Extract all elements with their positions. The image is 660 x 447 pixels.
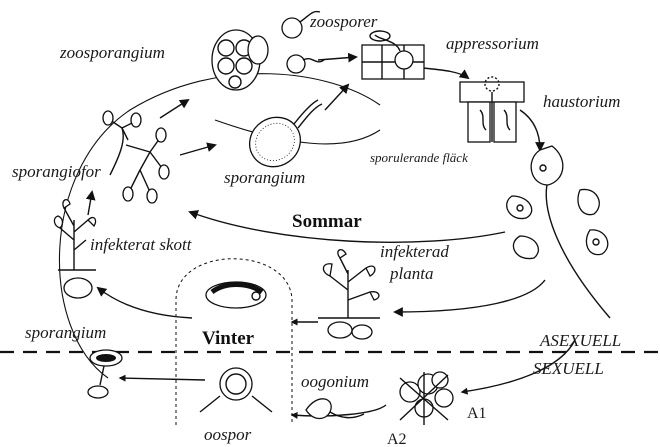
arrow-to-zoosporangium bbox=[160, 100, 188, 118]
mating-hyphae-icon bbox=[400, 372, 453, 425]
label-infekterad: infekterad bbox=[380, 242, 449, 261]
infected-plant-icon bbox=[318, 250, 380, 339]
label-planta: planta bbox=[389, 264, 433, 283]
label-appressorium: appressorium bbox=[446, 34, 539, 53]
appressorium-icon bbox=[362, 31, 424, 79]
sporangium-icon bbox=[240, 100, 322, 177]
label-sexuell: SEXUELL bbox=[533, 359, 604, 378]
arrow-zoospore-to-appressorium bbox=[318, 57, 356, 60]
arrow-to-sporangium bbox=[180, 145, 215, 155]
arrow-leaf-down bbox=[395, 280, 545, 312]
sporangium-bottom-icon bbox=[88, 350, 122, 398]
label-sporangium-top: sporangium bbox=[224, 168, 305, 187]
arrow-vinter-to-shoot bbox=[98, 288, 192, 318]
zoosporangium-icon bbox=[212, 30, 268, 90]
label-zoosporangium: zoosporangium bbox=[59, 43, 165, 62]
label-asexuell: ASEXUELL bbox=[539, 331, 621, 350]
sporangiofor-icon bbox=[103, 111, 169, 203]
tuber-icon bbox=[206, 282, 266, 308]
arrow-haustorium-to-leaf bbox=[520, 110, 540, 150]
label-oospor: oospor bbox=[204, 425, 252, 444]
label-oogonium: oogonium bbox=[301, 372, 369, 391]
label-a1: A1 bbox=[467, 405, 487, 422]
label-sporulerande-flack: sporulerande fläck bbox=[370, 150, 468, 165]
potato-leaf-icon bbox=[507, 146, 610, 318]
label-zoosporer: zoosporer bbox=[309, 12, 378, 31]
label-sommar: Sommar bbox=[292, 211, 362, 232]
arrow-oospor-to-sporangium bbox=[120, 378, 205, 380]
oospore-icon bbox=[200, 368, 272, 412]
label-infekterat-skott: infekterat skott bbox=[90, 235, 193, 254]
label-a2: A2 bbox=[387, 431, 407, 447]
label-haustorium: haustorium bbox=[543, 92, 620, 111]
label-sporangium-bottom: sporangium bbox=[25, 323, 106, 342]
haustorium-icon bbox=[460, 77, 524, 142]
arrow-sporangium-to-zoospore bbox=[325, 85, 348, 110]
label-sporangiofor: sporangiofor bbox=[12, 162, 101, 181]
label-vinter: Vinter bbox=[202, 328, 255, 349]
arrow-appressorium-to-haustorium bbox=[422, 68, 468, 78]
arrow-sporangiofor-up bbox=[88, 192, 92, 215]
